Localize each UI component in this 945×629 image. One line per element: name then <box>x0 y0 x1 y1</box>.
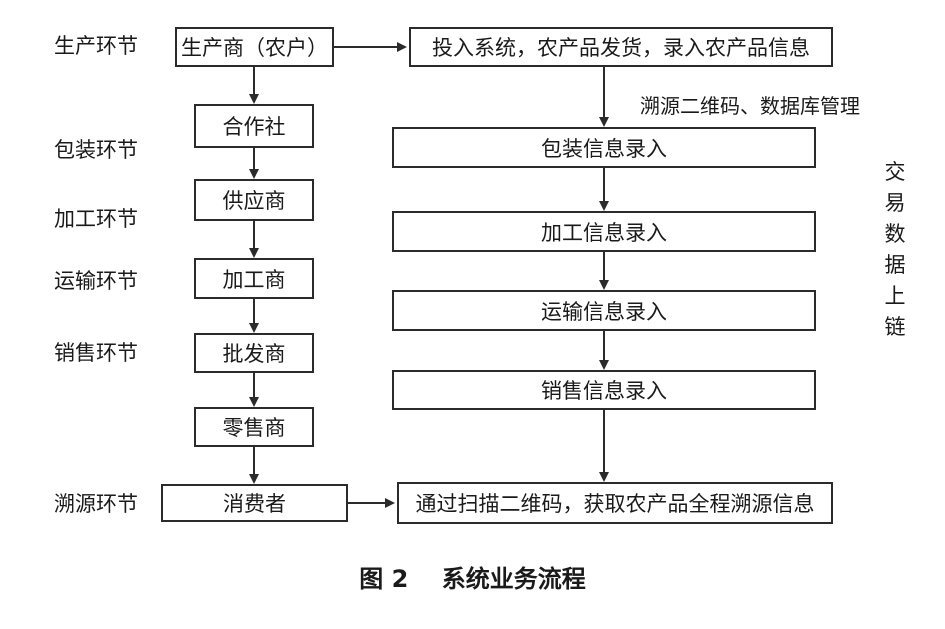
actor-producer: 生产商（农户） <box>175 27 334 67</box>
stage-transport: 运输环节 <box>54 269 138 293</box>
stage-production: 生产环节 <box>54 34 138 58</box>
stage-traceability: 溯源环节 <box>54 492 138 516</box>
actor-wholesaler: 批发商 <box>194 333 314 373</box>
actor-processor: 加工商 <box>194 258 314 299</box>
process-packaging-entry: 包装信息录入 <box>392 127 816 168</box>
actor-retailer: 零售商 <box>194 407 314 447</box>
process-trace-query: 通过扫描二维码，获取农产品全程溯源信息 <box>397 482 833 524</box>
process-transport-entry: 运输信息录入 <box>392 290 816 331</box>
stage-sales: 销售环节 <box>54 341 138 365</box>
annotation-blockchain: 交易数据上链 <box>884 160 906 339</box>
stage-processing: 加工环节 <box>54 207 138 231</box>
process-system-input: 投入系统，农产品发货，录入农产品信息 <box>409 27 833 67</box>
annotation-qr-database: 溯源二维码、数据库管理 <box>640 94 860 118</box>
actor-supplier: 供应商 <box>194 179 314 221</box>
stage-packaging: 包装环节 <box>54 138 138 162</box>
process-sales-entry: 销售信息录入 <box>392 370 816 410</box>
process-processing-entry: 加工信息录入 <box>392 211 816 252</box>
actor-consumer: 消费者 <box>161 484 348 522</box>
actor-cooperative: 合作社 <box>194 104 314 148</box>
figure-caption: 图 2 系统业务流程 <box>359 565 586 593</box>
